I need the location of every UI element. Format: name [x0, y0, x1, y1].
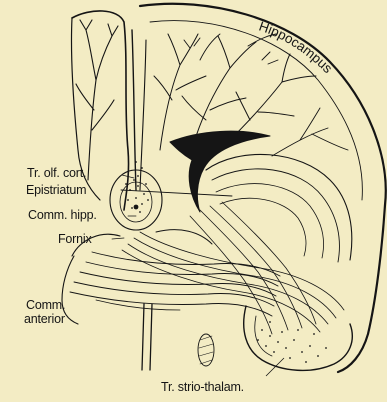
comm-hipp-label: Comm. hipp.: [28, 209, 97, 222]
epistriatum-label: Epistriatum: [26, 184, 86, 197]
tr-olf-cort-label: Tr. olf. cort.: [27, 167, 86, 180]
comm-anterior-label-line2: anterior: [24, 313, 65, 326]
svg-text:Hippocampus: Hippocampus: [257, 19, 335, 77]
fornix-label: Fornix: [58, 233, 92, 246]
comm-anterior-label-line1: Comm.: [26, 299, 65, 312]
tr-strio-thalam-label: Tr. strio-thalam.: [161, 381, 244, 394]
